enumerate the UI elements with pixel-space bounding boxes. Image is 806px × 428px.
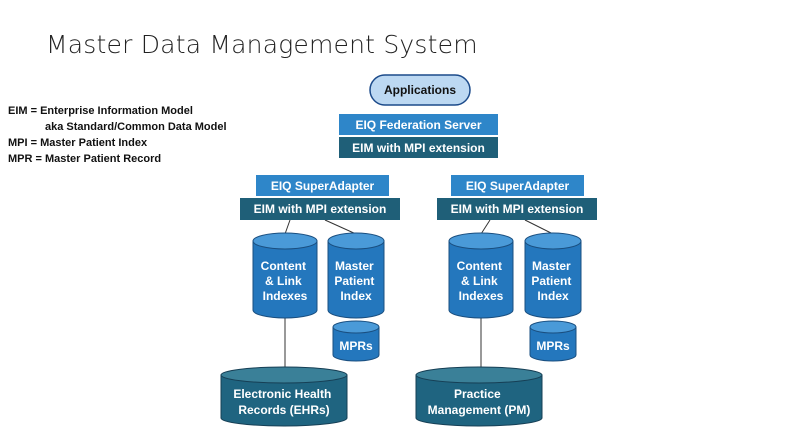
pm-source-line-2: Management (PM)	[428, 403, 531, 417]
right-master-index-cylinder: Master Patient Index	[524, 232, 582, 319]
right-content-index-line-3: Indexes	[459, 289, 504, 303]
left-master-index-cylinder: Master Patient Index	[327, 232, 385, 319]
right-superadapter-node: EIQ SuperAdapter EIM with MPI extension	[437, 175, 597, 220]
right-mprs-label: MPRs	[536, 339, 570, 353]
left-master-index-line-2: Patient	[334, 274, 374, 288]
left-master-index-label: Master Patient Index	[334, 259, 377, 303]
right-superadapter-label: EIQ SuperAdapter	[466, 179, 570, 193]
legend-mpr: MPR = Master Patient Record	[8, 153, 162, 165]
left-mprs-body	[332, 326, 380, 362]
left-mprs-label: MPRs	[339, 339, 373, 353]
right-content-index-line-1: Content	[457, 259, 502, 273]
ehr-source-top	[220, 366, 348, 384]
right-master-index-line-3: Index	[537, 289, 569, 303]
right-content-index-top	[448, 232, 514, 250]
federation-eim-label: EIM with MPI extension	[352, 141, 485, 155]
right-master-index-label: Master Patient Index	[531, 259, 574, 303]
left-superadapter-node: EIQ SuperAdapter EIM with MPI extension	[240, 175, 400, 220]
left-superadapter-box	[256, 175, 389, 196]
right-master-index-top	[524, 232, 582, 250]
right-content-index-body	[448, 240, 514, 319]
ehr-source-body	[220, 374, 348, 427]
left-content-index-label: Content & Link Indexes	[261, 259, 310, 303]
ehr-source-label: Electronic Health Records (EHRs)	[233, 387, 334, 417]
ehr-source-line-2: Records (EHRs)	[238, 403, 329, 417]
left-master-index-body	[327, 240, 385, 319]
left-mprs-top	[332, 320, 380, 334]
right-content-index-cylinder: Content & Link Indexes	[448, 232, 514, 319]
right-master-index-line-1: Master	[532, 259, 571, 273]
applications-shape	[369, 74, 471, 106]
left-mprs-cylinder: MPRs	[332, 320, 380, 362]
left-content-index-cylinder: Content & Link Indexes	[252, 232, 318, 319]
legend-mpi: MPI = Master Patient Index	[8, 137, 148, 149]
right-eim-box	[437, 198, 597, 220]
federation-server-node: EIQ Federation Server EIM with MPI exten…	[339, 114, 498, 158]
right-master-index-body	[524, 240, 582, 319]
legend: EIM = Enterprise Information Model aka S…	[8, 103, 248, 167]
legend-eim: EIM = Enterprise Information Model	[8, 105, 193, 117]
applications-node: Applications	[369, 74, 471, 106]
right-mprs-top	[529, 320, 577, 334]
right-mprs-cylinder: MPRs	[529, 320, 577, 362]
left-superadapter-label: EIQ SuperAdapter	[271, 179, 375, 193]
connector-left-adapter-content	[284, 219, 291, 235]
page-title: Master Data Management System	[46, 30, 478, 59]
connector-left-adapter-master	[324, 219, 357, 235]
right-content-index-label: Content & Link Indexes	[457, 259, 506, 303]
pm-source-body	[415, 374, 543, 427]
connector-right-adapter-master	[524, 219, 554, 235]
federation-server-label: EIQ Federation Server	[355, 118, 481, 132]
right-eim-label: EIM with MPI extension	[451, 202, 584, 216]
right-superadapter-box	[451, 175, 584, 196]
pm-source-top	[415, 366, 543, 384]
left-content-index-line-1: Content	[261, 259, 306, 273]
ehr-source-cylinder: Electronic Health Records (EHRs)	[220, 366, 348, 427]
left-content-index-line-2: & Link	[265, 274, 302, 288]
left-master-index-line-3: Index	[340, 289, 372, 303]
left-master-index-line-1: Master	[335, 259, 374, 273]
legend-eim-aka: aka Standard/Common Data Model	[45, 121, 227, 133]
pm-source-cylinder: Practice Management (PM)	[415, 366, 543, 427]
ehr-source-line-1: Electronic Health	[233, 387, 331, 401]
left-content-index-body	[252, 240, 318, 319]
connectors	[284, 219, 554, 368]
left-master-index-top	[327, 232, 385, 250]
left-content-index-line-3: Indexes	[263, 289, 308, 303]
pm-source-line-1: Practice	[454, 387, 501, 401]
left-eim-label: EIM with MPI extension	[254, 202, 387, 216]
right-content-index-line-2: & Link	[461, 274, 498, 288]
right-mprs-body	[529, 326, 577, 362]
left-eim-box	[240, 198, 400, 220]
left-content-index-top	[252, 232, 318, 250]
connector-right-adapter-content	[480, 219, 491, 235]
federation-server-box	[339, 114, 498, 135]
right-master-index-line-2: Patient	[531, 274, 571, 288]
applications-label: Applications	[384, 83, 456, 97]
pm-source-label: Practice Management (PM)	[428, 387, 531, 417]
federation-eim-box	[339, 137, 498, 158]
